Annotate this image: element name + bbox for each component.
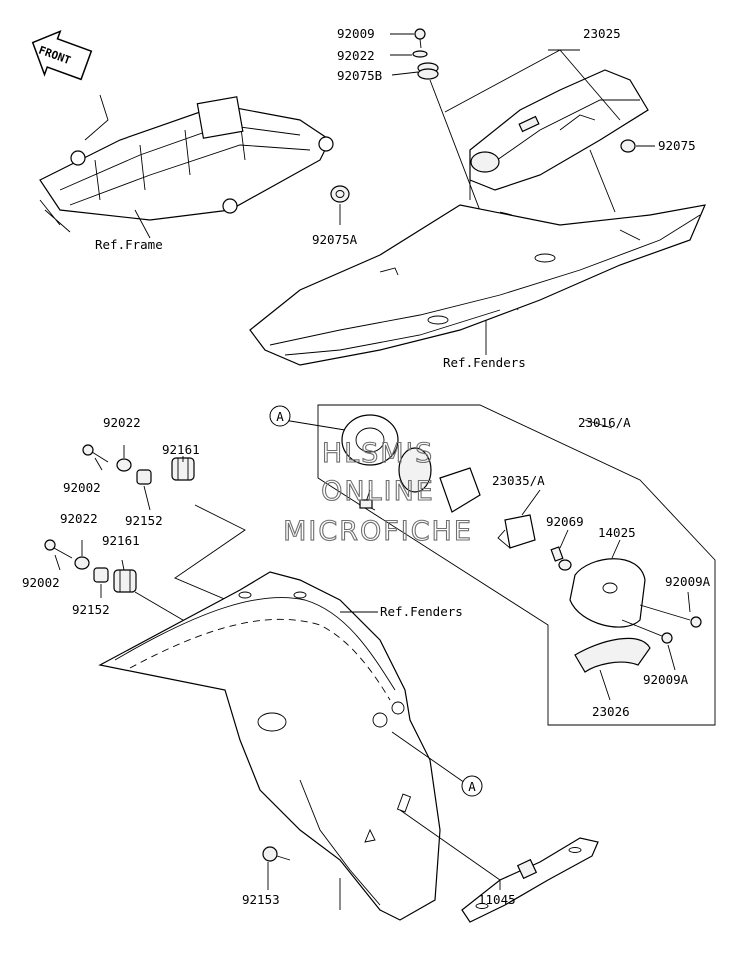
callout-a-bottom: A (461, 775, 483, 797)
label-23026: 23026 (592, 704, 630, 719)
bolt-92009 (414, 28, 426, 49)
frame-drawing (39, 94, 334, 233)
label-92022-top: 92022 (337, 48, 375, 63)
svg-text:HLSM'S: HLSM'S (322, 438, 434, 469)
grommet-92161-1 (171, 457, 195, 481)
svg-text:A: A (276, 409, 284, 424)
label-92002-left-1: 92002 (63, 480, 101, 495)
label-92022-left-1: 92022 (103, 415, 141, 430)
grommet-92075b (417, 62, 439, 80)
grommet-92075 (620, 139, 636, 153)
rear-fender (98, 571, 441, 921)
label-92075b: 92075B (337, 68, 382, 83)
label-92002-left-2: 92002 (22, 575, 60, 590)
front-arrow-icon: FRONT (31, 29, 93, 81)
label-ref-frame: Ref.Frame (95, 237, 163, 252)
label-92009a-upper: 92009A (665, 574, 711, 589)
washer-92022-top (412, 50, 428, 58)
label-92022-left-2: 92022 (60, 511, 98, 526)
label-92075a: 92075A (312, 232, 358, 247)
svg-text:A: A (468, 779, 476, 794)
collar-92152-1 (136, 469, 152, 485)
label-23035a: 23035/A (492, 473, 545, 488)
label-92153: 92153 (242, 892, 280, 907)
collar-92152-2 (93, 567, 109, 583)
label-ref-fenders-top: Ref.Fenders (443, 355, 526, 370)
label-ref-fenders-mid: Ref.Fenders (380, 604, 463, 619)
label-92009-top: 92009 (337, 26, 375, 41)
washer-92022-2 (74, 556, 90, 570)
label-14025: 14025 (598, 525, 636, 540)
screw-92009a-lower (621, 619, 673, 644)
callout-a-top: A (269, 405, 291, 427)
svg-text:ONLINE: ONLINE (321, 476, 435, 507)
screw-92002-1 (82, 444, 109, 463)
washer-92022-1 (116, 458, 132, 472)
label-92161-2: 92161 (102, 533, 140, 548)
label-92075: 92075 (658, 138, 696, 153)
label-92069: 92069 (546, 514, 584, 529)
socket-23035a (497, 514, 536, 549)
lens-14025 (569, 558, 646, 628)
label-23025: 23025 (583, 26, 621, 41)
grommet-92075a (330, 185, 350, 203)
label-23016a: 23016/A (578, 415, 631, 430)
screw-92002-2 (44, 539, 73, 559)
upper-fender (249, 204, 706, 366)
bulb-92069 (550, 546, 572, 571)
label-92152-1: 92152 (125, 513, 163, 528)
label-92009a-lower: 92009A (643, 672, 689, 687)
bolt-92153 (262, 846, 291, 862)
tail-light-23016 (341, 414, 481, 513)
reflector-23026 (574, 637, 651, 673)
label-11045: 11045 (478, 892, 516, 907)
grommet-92161-2 (113, 569, 137, 593)
license-bracket-11045 (461, 837, 599, 923)
label-92161-1: 92161 (162, 442, 200, 457)
screw-92009a-upper (639, 604, 702, 628)
svg-text:MICROFICHE: MICROFICHE (283, 516, 473, 547)
watermark: HLSM'S ONLINE MICROFICHE (283, 437, 473, 547)
cowl-23025 (469, 69, 649, 191)
label-92152-2: 92152 (72, 602, 110, 617)
